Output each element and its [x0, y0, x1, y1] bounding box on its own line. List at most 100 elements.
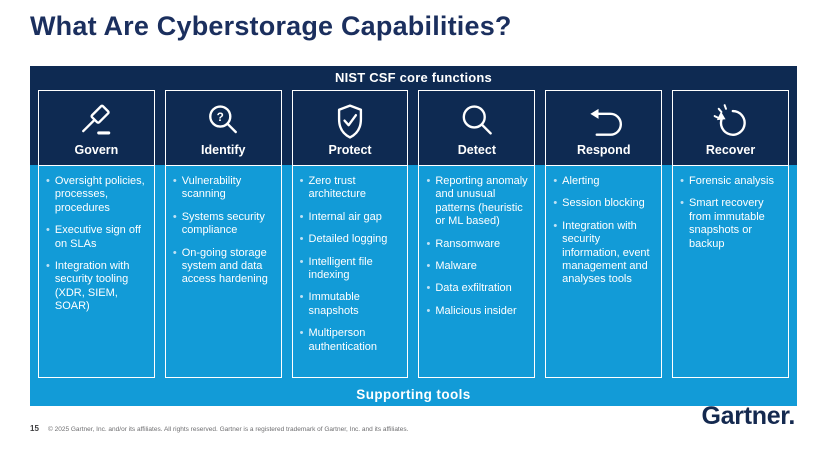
column-title: Recover — [705, 142, 756, 157]
bullet-item: • Integration with security tooling (XDR,… — [46, 260, 148, 314]
function-column: Detect • Reporting anomaly and unusual pa… — [418, 90, 536, 378]
bullet-dot: • — [426, 282, 431, 295]
bullet-item: • Immutable snapshots — [300, 291, 402, 318]
column-header: Respond — [546, 91, 662, 166]
function-column: ? Identify • Vulnerability scanning • Syste… — [164, 90, 282, 378]
bullet-item: • Smart recovery from immutable snapshots… — [680, 197, 782, 251]
bullet-text: Forensic analysis — [689, 175, 774, 187]
column-title: Govern — [74, 142, 119, 157]
bullet-item: • Integration with security information, … — [553, 220, 655, 287]
bullet-item: • Reporting anomaly and unusual patterns … — [426, 175, 528, 229]
function-column: Recover • Forensic analysis • Smart recover… — [672, 90, 789, 378]
bullet-dot: • — [299, 233, 304, 246]
column-header: Recover — [673, 91, 788, 166]
bullet-item: • Executive sign off on SLAs — [46, 224, 148, 251]
column-header: Protect — [292, 91, 408, 166]
bullet-dot: • — [426, 304, 431, 317]
column-body: •Oversight policies, processes, procedur… — [39, 166, 154, 377]
bullet-text: Malicious insider — [435, 304, 517, 317]
bullet-dot: • — [553, 219, 558, 232]
bullet-dot: • — [299, 327, 304, 340]
bullet-item: • Alerting — [553, 175, 655, 188]
column-body: • Vulnerability scanning • Systems security… — [165, 166, 281, 377]
nist-band-label: NIST CSF core functions — [334, 70, 492, 85]
column-title: Respond — [576, 142, 631, 157]
column-title: Detect — [457, 142, 496, 157]
column-header: Govern — [39, 91, 154, 166]
bullet-text: Intelligent file indexing — [308, 255, 373, 282]
bullet-dot: • — [680, 197, 684, 210]
bullet-text: Data exfiltration — [435, 282, 512, 295]
bullet-dot: • — [680, 175, 684, 187]
bullet-text: Multiperson authentication — [308, 327, 378, 353]
bullet-dot: • — [46, 224, 50, 237]
bullet-text: Integration with security information, e… — [562, 219, 650, 286]
bullet-dot: • — [172, 175, 177, 187]
shield-check-icon — [330, 102, 370, 142]
column-header: Detect — [419, 91, 535, 166]
function-column: Respond • Alerting • Session blocking • Integ… — [545, 90, 663, 378]
page-number: 15 — [30, 424, 39, 433]
bullet-item: •Ransomware — [426, 238, 528, 251]
gartner-logo: Gartner. — [701, 402, 796, 430]
bullet-dot: • — [299, 255, 304, 268]
restart-arrow-icon — [711, 102, 751, 142]
bullet-item: • Internal air gap — [300, 211, 402, 224]
bullet-text: Executive sign off on SLAs — [54, 224, 141, 250]
bullet-text: Systems security compliance — [181, 210, 265, 237]
copyright-text: © 2025 Gartner, Inc. and/or its affiliat… — [48, 426, 409, 433]
bullet-dot: • — [172, 210, 177, 223]
bullet-text: Vulnerability scanning — [181, 175, 242, 201]
bullet-dot: • — [172, 246, 177, 259]
bullet-item: • On-going storage system and data access… — [173, 247, 275, 287]
bullet-dot: • — [299, 210, 304, 223]
bullet-text: Smart recovery from immutable snapshots … — [689, 197, 765, 250]
column-header: ? Identify — [165, 91, 281, 166]
bullet-item: • Systems security compliance — [173, 211, 275, 238]
bullet-dot: • — [299, 291, 304, 304]
bullet-item: • Multiperson authentication — [300, 327, 402, 354]
bullet-text: Detailed logging — [308, 233, 388, 246]
column-body: • Zero trust architecture • Internal air ga… — [292, 166, 408, 377]
bullet-text: Alerting — [562, 175, 600, 187]
bullet-dot: • — [299, 175, 304, 187]
bullet-dot: • — [46, 260, 50, 273]
bullet-text: Reporting anomaly and unusual patterns (… — [435, 175, 528, 228]
bullet-item: • Data exfiltration — [426, 282, 528, 295]
function-column: Govern •Oversight policies, processes, p… — [38, 90, 155, 378]
svg-text:?: ? — [217, 110, 224, 124]
bullet-item: • Zero trust architecture — [300, 175, 402, 202]
nist-csf-diagram: NIST CSF core functions Govern •Oversigh… — [30, 66, 797, 406]
bullet-item: • Intelligent file indexing — [300, 256, 402, 283]
bullet-text: Integration with security tooling (XDR, … — [54, 260, 130, 313]
nist-header-band — [30, 66, 797, 165]
bullet-text: On-going storage system and data access … — [181, 246, 268, 286]
bullet-item: • Forensic analysis — [680, 175, 782, 188]
bullet-dot: • — [46, 175, 50, 187]
function-column: Protect • Zero trust architecture • Interna… — [291, 90, 409, 378]
magnifier-question-icon: ? — [203, 102, 243, 142]
bullet-dot: • — [553, 197, 558, 210]
bullet-item: • Malicious insider — [426, 305, 528, 318]
bullet-item: •Malware — [426, 260, 528, 273]
bullet-text: Internal air gap — [308, 210, 382, 223]
bullet-dot: • — [553, 175, 558, 187]
page-title: What Are Cyberstorage Capabilities? — [30, 11, 512, 41]
magnifier-icon — [457, 102, 497, 142]
function-columns: Govern •Oversight policies, processes, p… — [38, 90, 789, 378]
bullet-text: Session blocking — [562, 197, 645, 210]
column-title: Protect — [328, 142, 372, 157]
bullet-item: • Vulnerability scanning — [173, 175, 275, 202]
bullet-text: Malware — [435, 260, 477, 273]
supporting-tools-label: Supporting tools — [356, 387, 471, 402]
bullet-text: Immutable snapshots — [308, 291, 360, 317]
bullet-item: •Oversight policies, processes, procedur… — [46, 175, 148, 215]
column-body: • Forensic analysis • Smart recovery from i… — [673, 166, 788, 377]
bullet-item: • Session blocking — [553, 197, 655, 210]
bullet-dot: • — [426, 175, 431, 187]
bullet-text: Zero trust architecture — [308, 175, 366, 201]
column-title: Identify — [201, 142, 246, 157]
bullet-item: • Detailed logging — [300, 233, 402, 246]
bullet-dot: • — [426, 237, 431, 250]
